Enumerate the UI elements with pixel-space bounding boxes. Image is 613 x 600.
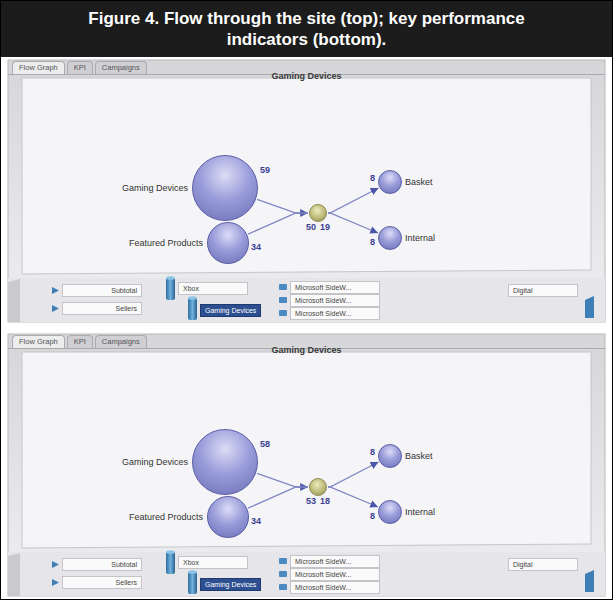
tab-label: Campaigns xyxy=(102,337,140,346)
item-label: Microsoft SideW... xyxy=(295,310,351,317)
tab-label: KPI xyxy=(74,63,86,72)
count-number: 8 xyxy=(370,447,375,456)
list-item-box: Subtotal xyxy=(62,558,142,571)
ui-tab: KPI xyxy=(67,335,93,348)
circle-label: Internal xyxy=(405,508,435,517)
tab-label: Flow Graph xyxy=(19,63,58,72)
ui-tab: Campaigns xyxy=(95,335,147,348)
list-item-box: Microsoft SideW... xyxy=(290,568,380,581)
item-label: Xbox xyxy=(183,285,199,292)
flow-circle: 8Basket xyxy=(378,170,402,194)
figure-title: Figure 4. Flow through the site (top); k… xyxy=(1,8,612,50)
item-label: Microsoft SideW... xyxy=(295,584,351,591)
item-label: Microsoft SideW... xyxy=(295,558,351,565)
flow-circle: 8Basket xyxy=(378,444,402,468)
item-label: Microsoft SideW... xyxy=(295,284,351,291)
list-item-box: Subtotal xyxy=(62,284,142,297)
flow-circle: 8Internal xyxy=(378,226,402,250)
list-item-box: Xbox xyxy=(178,556,248,569)
list-item-box: Digital xyxy=(508,284,578,297)
item-label: Subtotal xyxy=(111,561,137,568)
count-number: 19 xyxy=(320,223,330,232)
flow-connector xyxy=(328,462,378,487)
tab-label: Flow Graph xyxy=(19,337,58,346)
count-number: 8 xyxy=(370,512,375,521)
flow-connector xyxy=(328,487,378,507)
item-label: Digital xyxy=(513,287,532,294)
count-number: 8 xyxy=(370,173,375,182)
list-item-box: Microsoft SideW... xyxy=(290,581,380,594)
screenshot-panel: Gaming Devices Flow Graph KPI CampaignsGami… xyxy=(8,60,605,322)
list-item-box: Digital xyxy=(508,558,578,571)
flow-circle: Featured Products34 xyxy=(207,222,249,264)
circle-label: Featured Products xyxy=(129,513,203,522)
count-number: 59 xyxy=(260,166,270,175)
item-label: Microsoft SideW... xyxy=(295,297,351,304)
count-number: 50 xyxy=(306,223,316,232)
tab-label: Campaigns xyxy=(102,63,140,72)
ui-tab: Campaigns xyxy=(95,61,147,74)
item-label: Sellers xyxy=(116,305,137,312)
item-label: Sellers xyxy=(116,579,137,586)
item-label: Microsoft SideW... xyxy=(295,571,351,578)
list-item-box: Microsoft SideW... xyxy=(290,281,380,294)
figure-header: Figure 4. Flow through the site (top); k… xyxy=(1,1,612,57)
ui-tab: KPI xyxy=(67,61,93,74)
flow-connector xyxy=(328,188,378,213)
tab-label: KPI xyxy=(74,337,86,346)
circle-label: Gaming Devices xyxy=(122,458,188,467)
list-item-box: Sellers xyxy=(62,576,142,589)
circle-label: Featured Products xyxy=(129,239,203,248)
hub-circle: 5019 xyxy=(309,204,327,222)
circle-label: Internal xyxy=(405,234,435,243)
count-number: 34 xyxy=(251,243,261,252)
screenshot-background xyxy=(8,60,605,322)
circle-label: Basket xyxy=(405,178,433,187)
item-label: Digital xyxy=(513,561,532,568)
count-number: 34 xyxy=(251,517,261,526)
circle-label: Basket xyxy=(405,452,433,461)
flow-circle: 8Internal xyxy=(378,500,402,524)
circle-label: Gaming Devices xyxy=(122,184,188,193)
hub-circle: 5318 xyxy=(309,478,327,496)
flow-connector xyxy=(257,199,308,213)
list-item-box: Sellers xyxy=(62,302,142,315)
flow-circle: Featured Products34 xyxy=(207,496,249,538)
list-item-box: Microsoft SideW... xyxy=(290,307,380,320)
count-number: 58 xyxy=(260,440,270,449)
screenshot-panel: Gaming Devices Flow Graph KPI CampaignsGami… xyxy=(8,334,605,596)
flow-circle: Gaming Devices59 xyxy=(192,155,258,221)
selected-item-box: Gaming Devices xyxy=(200,578,261,591)
list-item-box: Microsoft SideW... xyxy=(290,555,380,568)
item-label: Gaming Devices xyxy=(205,307,256,314)
flow-connector xyxy=(328,213,378,233)
flow-connector xyxy=(248,487,308,508)
count-number: 53 xyxy=(306,497,316,506)
list-item-box: Microsoft SideW... xyxy=(290,294,380,307)
list-item-box: Xbox xyxy=(178,282,248,295)
item-label: Xbox xyxy=(183,559,199,566)
flow-connector xyxy=(248,213,308,234)
screenshot-background xyxy=(8,334,605,596)
selected-item-box: Gaming Devices xyxy=(200,304,261,317)
ui-tab: Flow Graph xyxy=(12,335,65,348)
ui-tab: Flow Graph xyxy=(12,61,65,74)
flow-circle: Gaming Devices58 xyxy=(192,429,258,495)
item-label: Gaming Devices xyxy=(205,581,256,588)
count-number: 18 xyxy=(320,497,330,506)
count-number: 8 xyxy=(370,238,375,247)
item-label: Subtotal xyxy=(111,287,137,294)
flow-connector xyxy=(257,473,308,487)
